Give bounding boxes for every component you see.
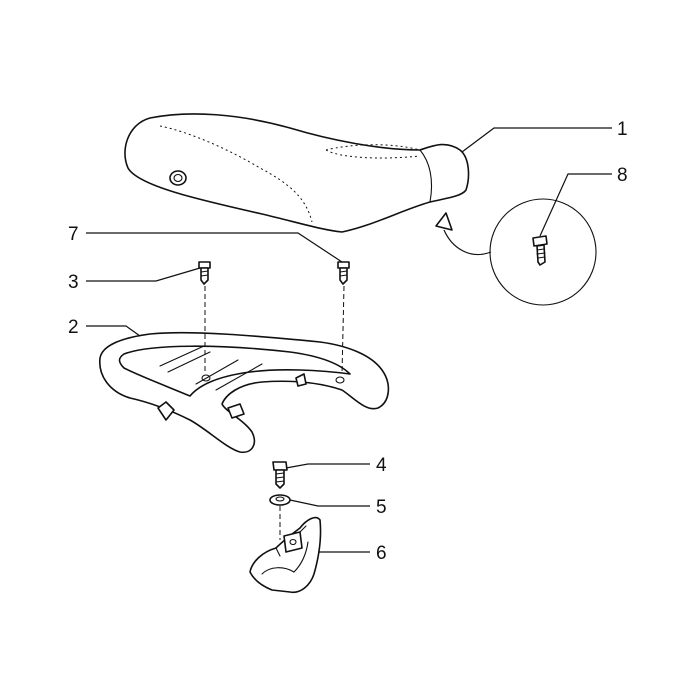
leader-3 bbox=[86, 267, 201, 282]
carrier-screw-right-part bbox=[337, 261, 350, 375]
leader-1 bbox=[461, 127, 612, 153]
callout-labels: 1 2 3 4 5 6 7 8 bbox=[68, 119, 628, 564]
washer-part bbox=[269, 494, 291, 540]
leader-8 bbox=[539, 173, 612, 237]
seat-part bbox=[124, 113, 470, 233]
carrier-bracket-part bbox=[249, 516, 322, 594]
callout-3: 3 bbox=[68, 272, 79, 293]
callout-4: 4 bbox=[376, 455, 387, 476]
bracket-bolt-part bbox=[272, 461, 288, 489]
leader-5 bbox=[289, 499, 370, 507]
callout-5: 5 bbox=[376, 497, 387, 518]
callout-1: 1 bbox=[617, 119, 628, 140]
callout-8: 8 bbox=[617, 165, 628, 186]
leader-lines bbox=[86, 127, 612, 553]
detail-view bbox=[435, 198, 597, 306]
leader-2 bbox=[86, 325, 141, 337]
rear-carrier-part bbox=[99, 331, 390, 454]
callout-7: 7 bbox=[68, 224, 79, 245]
carrier-screw-left-part bbox=[198, 261, 211, 372]
callout-6: 6 bbox=[376, 543, 387, 564]
leader-4 bbox=[285, 463, 370, 469]
leader-7 bbox=[86, 232, 343, 263]
callout-2: 2 bbox=[68, 317, 79, 338]
